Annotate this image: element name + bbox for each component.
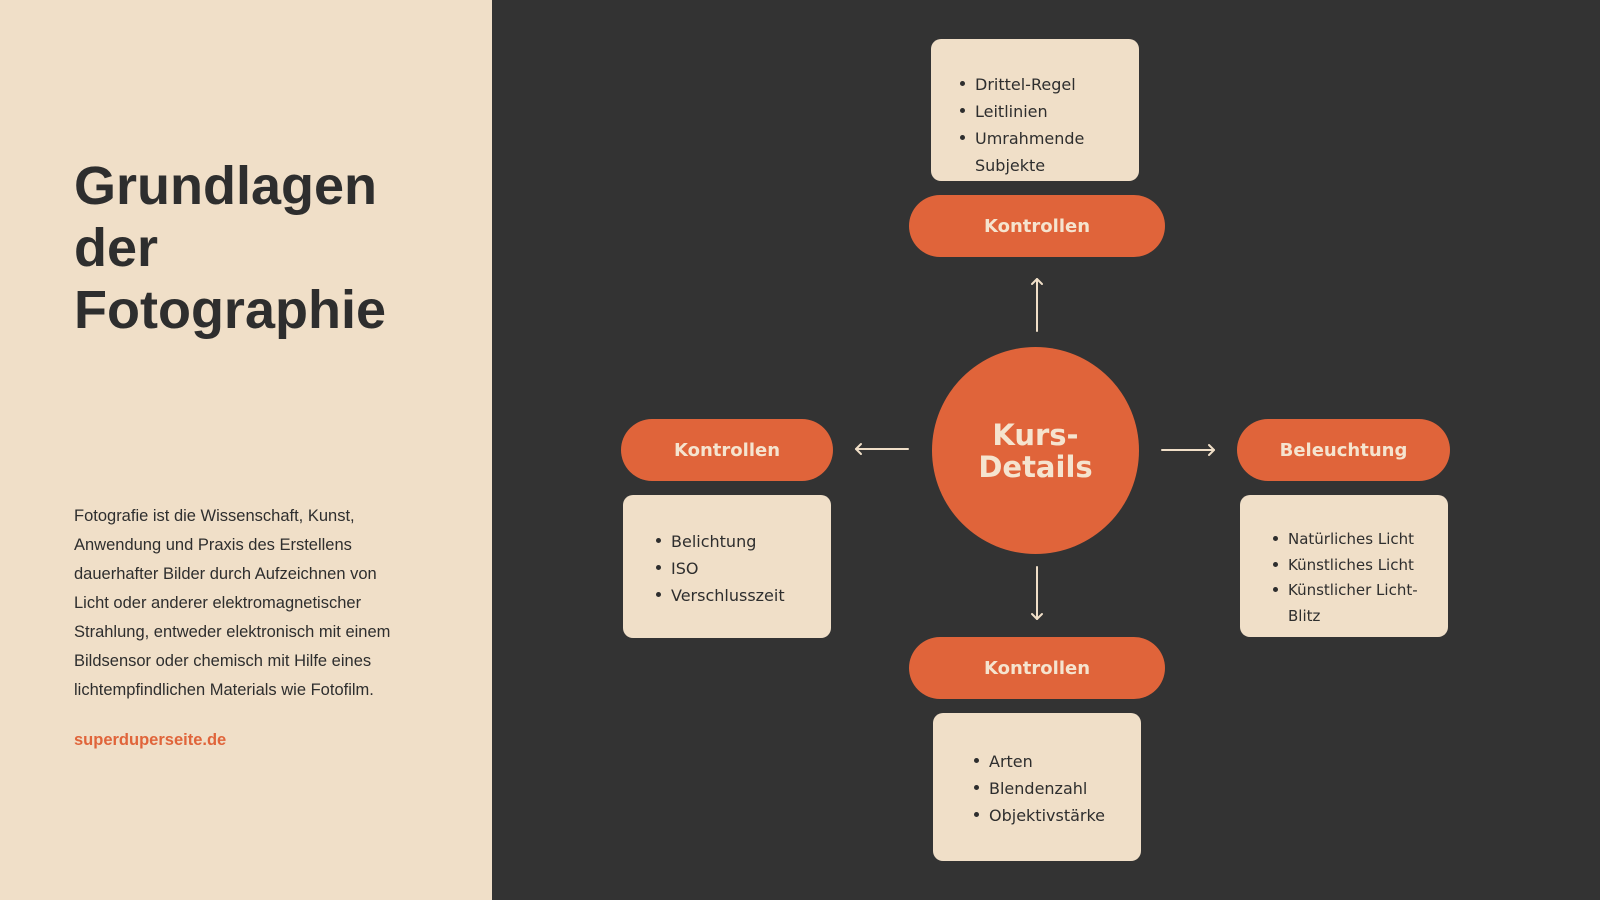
slide-title: Grundlagen der Fotographie	[74, 156, 386, 340]
right-pill[interactable]: Beleuchtung	[1237, 419, 1450, 481]
top-pill[interactable]: Kontrollen	[909, 195, 1165, 257]
list-item: Umrahmende Subjekte	[960, 125, 1129, 179]
left-card: Belichtung ISO Verschlusszeit	[623, 495, 831, 638]
left-panel: Grundlagen der Fotographie Fotografie is…	[0, 0, 492, 900]
bottom-card: Arten Blendenzahl Objektivstärke	[933, 713, 1141, 861]
list-item: Verschlusszeit	[656, 582, 821, 609]
list-item: Natürliches Licht	[1273, 527, 1442, 553]
list-item: Arten	[974, 748, 1131, 775]
list-item: Objektivstärke	[974, 802, 1131, 829]
left-card-list: Belichtung ISO Verschlusszeit	[649, 528, 821, 609]
list-item: Künstlicher Licht-Blitz	[1273, 578, 1442, 629]
bottom-pill[interactable]: Kontrollen	[909, 637, 1165, 699]
list-item: ISO	[656, 555, 821, 582]
list-item: Künstliches Licht	[1273, 553, 1442, 579]
center-circle[interactable]: Kurs- Details	[932, 347, 1139, 554]
website-link[interactable]: superduperseite.de	[74, 731, 227, 749]
left-pill[interactable]: Kontrollen	[621, 419, 833, 481]
top-card: Drittel-Regel Leitlinien Umrahmende Subj…	[931, 39, 1139, 181]
slide-description: Fotografie ist die Wissenschaft, Kunst, …	[74, 507, 391, 699]
right-card: Natürliches Licht Künstliches Licht Küns…	[1240, 495, 1448, 637]
bottom-card-list: Arten Blendenzahl Objektivstärke	[967, 748, 1131, 829]
list-item: Drittel-Regel	[960, 71, 1129, 98]
center-label-line2: Details	[978, 449, 1093, 484]
list-item: Belichtung	[656, 528, 821, 555]
list-item: Leitlinien	[960, 98, 1129, 125]
center-label-line1: Kurs-	[992, 417, 1079, 452]
top-card-list: Drittel-Regel Leitlinien Umrahmende Subj…	[953, 71, 1129, 179]
list-item: Blendenzahl	[974, 775, 1131, 802]
right-card-list: Natürliches Licht Künstliches Licht Küns…	[1266, 527, 1442, 629]
